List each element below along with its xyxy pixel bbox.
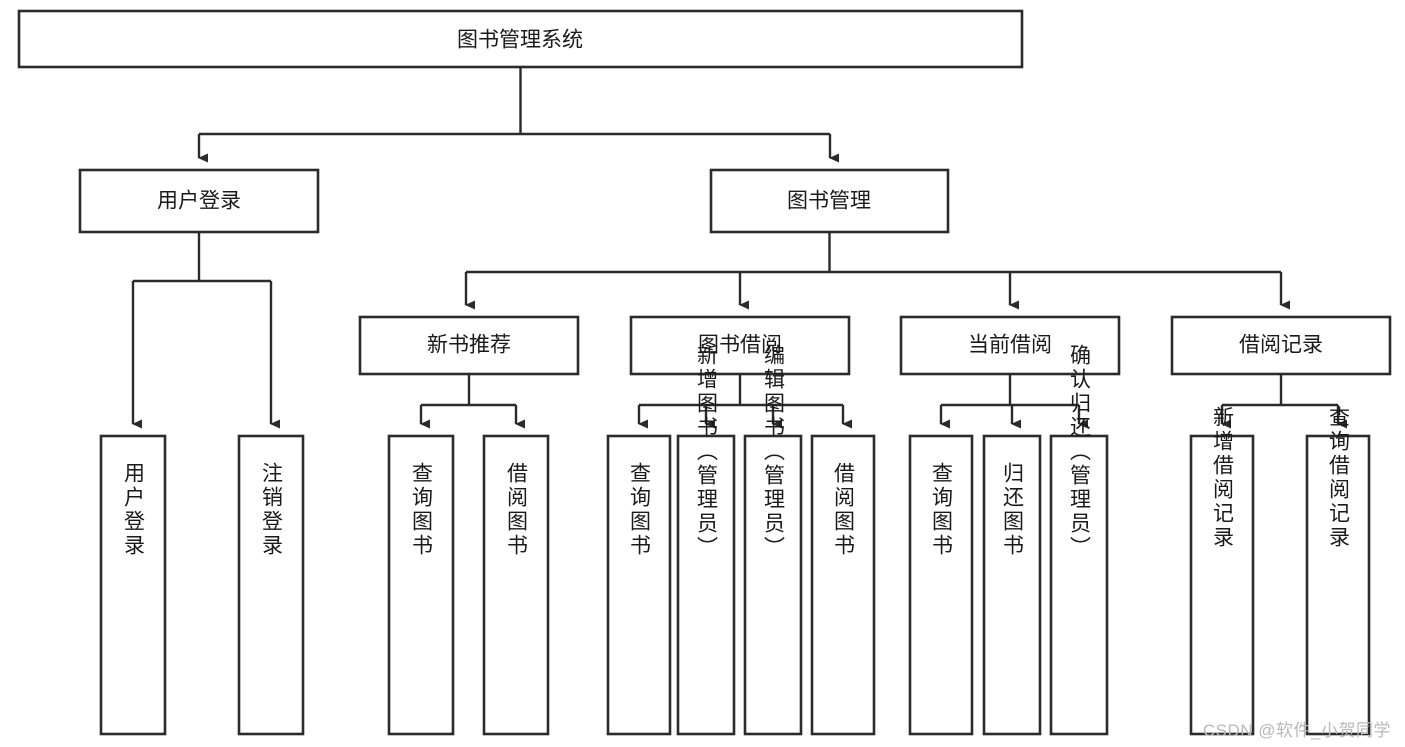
leaf-query-borrow-record[interactable]: 查询借阅记录 (1305, 406, 1371, 736)
node-new-book-recommend[interactable]: 新书推荐 (358, 315, 580, 376)
node-user-login-box[interactable] (78, 168, 320, 234)
leaf-query-borrow-record-box[interactable] (1305, 434, 1371, 736)
leaf-logout-box[interactable] (237, 434, 305, 736)
leaf-user-login-box[interactable] (99, 434, 167, 736)
connector-group-current (939, 374, 1088, 429)
leaf-borrow-book-newbook-label: 借阅图书 (505, 462, 529, 558)
connector-group-book-mgmt (464, 232, 1290, 310)
connector-group-borrow (637, 374, 852, 429)
connector-group-records (1220, 374, 1347, 429)
connector-group-root (197, 67, 839, 163)
leaf-query-book-borrow[interactable]: 查询图书 (606, 434, 672, 736)
leaf-confirm-return-admin-label: 确认归还（管理员） (1068, 344, 1092, 560)
leaf-return-book-label: 归还图书 (1001, 462, 1025, 558)
node-book-management[interactable]: 图书管理 (709, 168, 950, 234)
leaf-add-borrow-record-box[interactable] (1189, 434, 1255, 736)
connector-group-user-login (131, 232, 280, 429)
leaf-add-borrow-record-label: 新增借阅记录 (1211, 406, 1235, 550)
leaf-user-login-label: 用户登录 (122, 462, 146, 558)
node-borrow-records-label: 借阅记录 (1239, 334, 1323, 357)
node-root-box[interactable] (17, 9, 1024, 69)
node-user-login[interactable]: 用户登录 (78, 168, 320, 234)
node-book-management-label: 图书管理 (787, 190, 871, 213)
node-root[interactable]: 图书管理系统 (17, 9, 1024, 69)
node-borrow-records-box[interactable] (1170, 315, 1392, 376)
leaf-query-book-newbook-label: 查询图书 (410, 462, 434, 558)
node-book-management-box[interactable] (709, 168, 950, 234)
node-book-borrow-box[interactable] (629, 315, 851, 376)
node-current-borrow-box[interactable] (899, 315, 1121, 376)
leaf-confirm-return-admin-box[interactable] (1049, 434, 1109, 736)
leaf-return-book[interactable]: 归还图书 (982, 434, 1042, 736)
node-new-book-recommend-box[interactable] (358, 315, 580, 376)
leaf-edit-book-admin-box[interactable] (743, 434, 803, 736)
leaf-add-book-admin-box[interactable] (676, 434, 736, 736)
node-user-login-label: 用户登录 (157, 190, 241, 213)
connector-group-newbook (419, 374, 525, 429)
leaf-confirm-return-admin[interactable]: 确认归还（管理员） (1049, 344, 1109, 736)
leaf-lend-book-box[interactable] (810, 434, 876, 736)
leaf-lend-book[interactable]: 借阅图书 (810, 434, 876, 736)
leaf-borrow-book-newbook[interactable]: 借阅图书 (482, 434, 550, 736)
leaf-lend-book-label: 借阅图书 (832, 462, 856, 558)
leaf-add-book-admin-label: 新增图书（管理员） (695, 344, 719, 560)
node-current-borrow[interactable]: 当前借阅 (899, 315, 1121, 376)
leaf-query-book-borrow-box[interactable] (606, 434, 672, 736)
node-new-book-recommend-label: 新书推荐 (427, 334, 511, 357)
leaf-logout[interactable]: 注销登录 (237, 434, 305, 736)
node-book-borrow-label: 图书借阅 (698, 334, 782, 357)
leaf-query-book-current-label: 查询图书 (930, 462, 954, 558)
leaf-logout-label: 注销登录 (260, 462, 284, 558)
leaf-query-book-borrow-label: 查询图书 (628, 462, 652, 558)
leaf-add-book-admin[interactable]: 新增图书（管理员） (676, 344, 736, 736)
leaf-borrow-book-newbook-box[interactable] (482, 434, 550, 736)
node-root-label: 图书管理系统 (457, 29, 583, 52)
leaf-query-book-current[interactable]: 查询图书 (908, 434, 974, 736)
leaf-query-book-current-box[interactable] (908, 434, 974, 736)
leaf-edit-book-admin[interactable]: 编辑图书（管理员） (743, 344, 803, 736)
leaf-query-book-newbook-box[interactable] (387, 434, 455, 736)
node-borrow-records[interactable]: 借阅记录 (1170, 315, 1392, 376)
node-book-borrow[interactable]: 图书借阅 (629, 315, 851, 376)
leaf-query-book-newbook[interactable]: 查询图书 (387, 434, 455, 736)
leaf-query-borrow-record-label: 查询借阅记录 (1327, 406, 1351, 550)
node-current-borrow-label: 当前借阅 (968, 334, 1052, 357)
leaf-return-book-box[interactable] (982, 434, 1042, 736)
leaf-user-login[interactable]: 用户登录 (99, 434, 167, 736)
leaf-add-borrow-record[interactable]: 新增借阅记录 (1189, 406, 1255, 736)
leaf-edit-book-admin-label: 编辑图书（管理员） (762, 344, 786, 560)
